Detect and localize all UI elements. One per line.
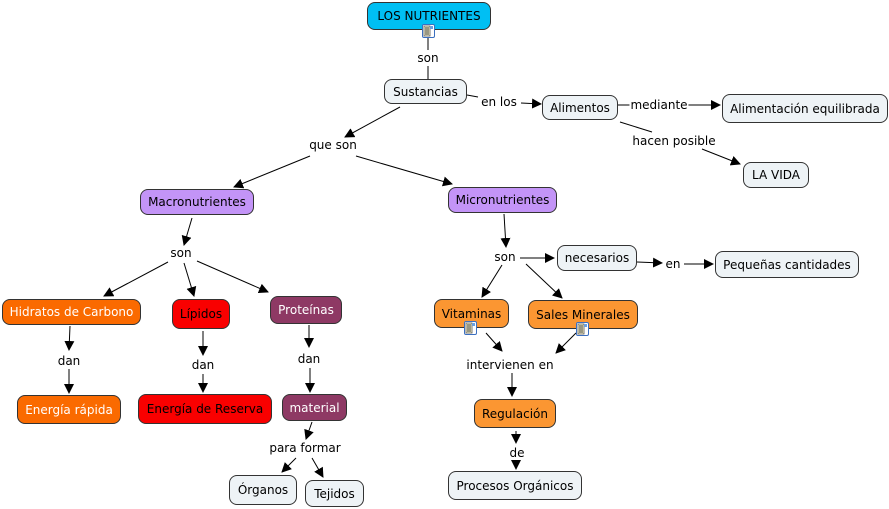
edge bbox=[304, 421, 314, 440]
edge bbox=[466, 94, 479, 98]
edge bbox=[355, 155, 453, 187]
edge bbox=[344, 106, 401, 138]
link-intervienen-en: intervienen en bbox=[465, 358, 555, 372]
document-icon[interactable] bbox=[464, 321, 477, 335]
node-macronutrientes[interactable]: Macronutrientes bbox=[140, 189, 254, 215]
link-dan-hidratos: dan bbox=[56, 354, 82, 368]
node-sustancias[interactable]: Sustancias bbox=[384, 79, 467, 104]
document-icon[interactable] bbox=[422, 24, 435, 38]
link-son-micro: son bbox=[493, 250, 517, 264]
node-tejidos[interactable]: Tejidos bbox=[305, 480, 364, 507]
edge bbox=[701, 148, 741, 166]
link-son: son bbox=[416, 51, 440, 65]
edge bbox=[281, 457, 297, 473]
edge bbox=[233, 155, 311, 189]
node-necesarios[interactable]: necesarios bbox=[557, 245, 637, 271]
link-en-los: en los bbox=[480, 95, 518, 109]
node-la-vida[interactable]: LA VIDA bbox=[743, 162, 809, 188]
edge bbox=[555, 332, 577, 354]
link-en: en bbox=[664, 257, 682, 271]
link-mediante: mediante bbox=[629, 98, 689, 112]
edge bbox=[183, 262, 197, 297]
edge bbox=[481, 264, 503, 298]
edge bbox=[64, 325, 75, 351]
link-son-macro: son bbox=[169, 246, 193, 260]
edge bbox=[311, 457, 324, 478]
node-pequenas-cantidades[interactable]: Pequeñas cantidades bbox=[715, 251, 859, 278]
node-alimentos[interactable]: Alimentos bbox=[542, 95, 618, 120]
edge bbox=[103, 261, 169, 297]
node-lipidos[interactable]: Lípidos bbox=[172, 299, 230, 329]
edge bbox=[525, 263, 563, 299]
node-material[interactable]: material bbox=[282, 394, 347, 421]
node-energia-de-reserva[interactable]: Energía de Reserva bbox=[138, 394, 272, 424]
document-icon[interactable] bbox=[576, 322, 589, 336]
edge bbox=[636, 257, 663, 268]
edge bbox=[619, 121, 653, 133]
node-micronutrientes[interactable]: Micronutrientes bbox=[448, 187, 557, 213]
node-hidratos-de-carbono[interactable]: Hidratos de Carbono bbox=[2, 299, 141, 325]
edge bbox=[181, 217, 193, 246]
edge bbox=[196, 260, 269, 293]
node-proteinas[interactable]: Proteínas bbox=[270, 296, 342, 324]
edge bbox=[500, 213, 511, 248]
link-que-son: que son bbox=[308, 138, 358, 152]
link-dan-proteinas: dan bbox=[296, 352, 322, 366]
edge bbox=[520, 98, 542, 109]
node-organos[interactable]: Órganos bbox=[229, 475, 297, 505]
node-alimentacion-equilibrada[interactable]: Alimentación equilibrada bbox=[722, 94, 888, 123]
edge bbox=[485, 332, 503, 352]
link-de: de bbox=[508, 446, 526, 460]
link-dan-lipidos: dan bbox=[190, 358, 216, 372]
node-procesos-organicos[interactable]: Procesos Orgánicos bbox=[448, 471, 582, 500]
node-regulacion[interactable]: Regulación bbox=[474, 399, 556, 428]
node-energia-rapida[interactable]: Energía rápida bbox=[17, 395, 121, 424]
link-para-formar: para formar bbox=[268, 441, 342, 455]
link-hacen-posible: hacen posible bbox=[631, 134, 717, 148]
